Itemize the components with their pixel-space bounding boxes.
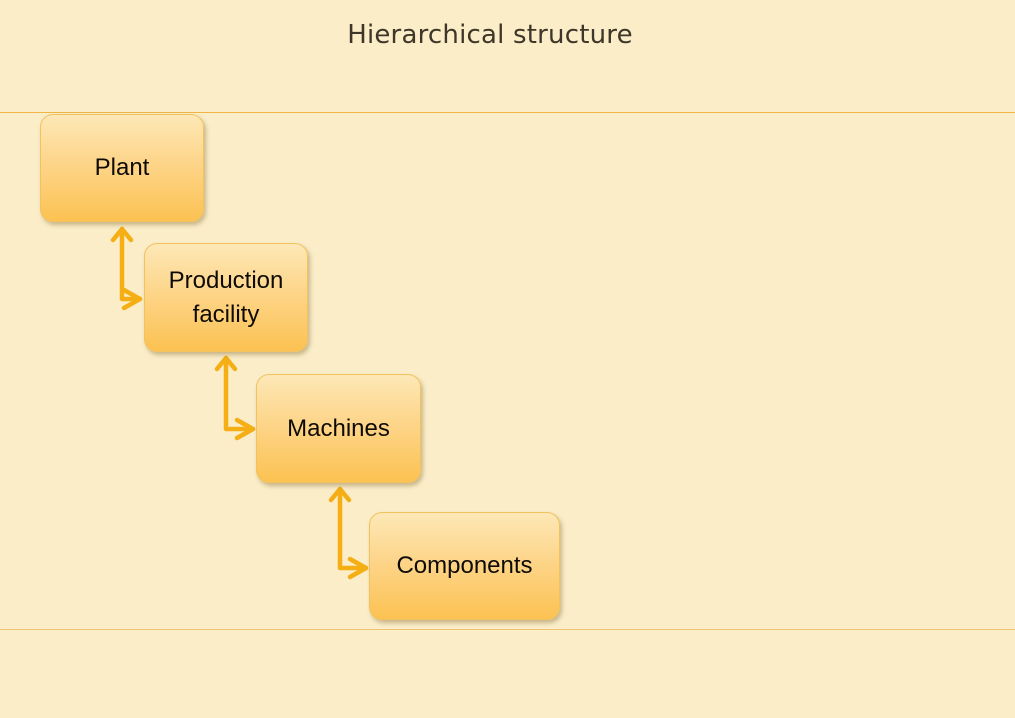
node-label: Production facility: [168, 267, 284, 328]
arrowhead-right: [234, 417, 256, 441]
diagram-title: Hierarchical structure: [347, 20, 633, 50]
connector-line: [119, 226, 143, 302]
node-label: Components: [396, 552, 533, 580]
connector-line: [337, 486, 369, 571]
arrowhead-right: [121, 287, 143, 311]
connector-machines-components: [328, 486, 369, 580]
node-label: Machines: [287, 414, 390, 442]
arrowhead-up: [110, 226, 134, 243]
arrowhead-right: [347, 556, 369, 580]
node-components: Components: [369, 512, 560, 620]
node-label: Plant: [94, 154, 150, 182]
connector-line: [223, 355, 256, 432]
arrowhead-up: [328, 486, 352, 503]
node-plant: Plant: [40, 114, 204, 222]
connector-production-machines: [214, 355, 256, 441]
node-machines: Machines: [256, 374, 421, 483]
arrowhead-up: [214, 355, 238, 372]
bottom-divider: [0, 629, 1015, 630]
connector-plant-production: [110, 226, 143, 311]
node-production-facility: Production facility: [144, 243, 308, 352]
top-divider: [0, 112, 1015, 113]
